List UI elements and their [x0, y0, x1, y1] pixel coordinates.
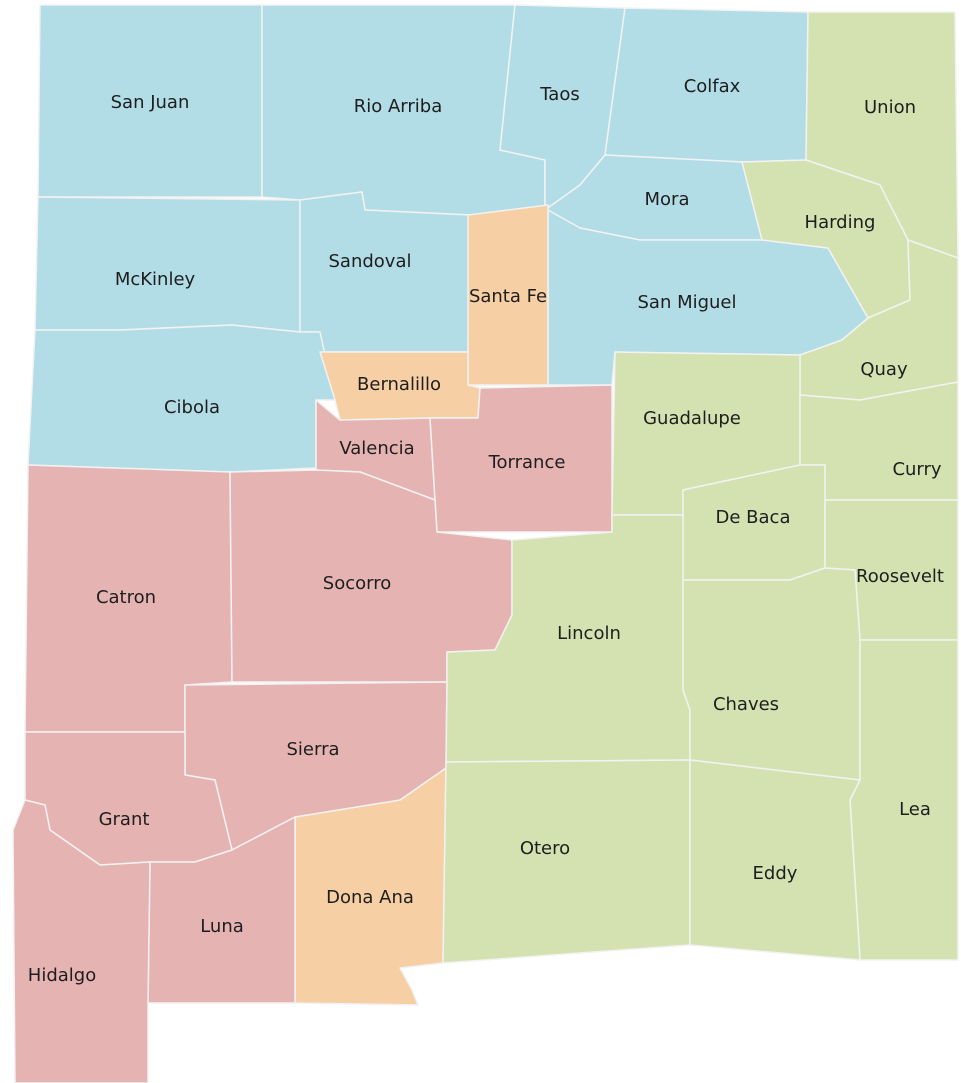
county-sandoval — [299, 191, 471, 353]
label-san-miguel: San Miguel — [637, 292, 736, 313]
label-dona-ana: Dona Ana — [326, 887, 414, 908]
label-mckinley: McKinley — [115, 269, 196, 290]
label-guadalupe: Guadalupe — [643, 408, 741, 429]
label-socorro: Socorro — [323, 573, 391, 594]
county-mckinley — [34, 196, 301, 333]
label-rio-arriba: Rio Arriba — [354, 96, 443, 117]
label-quay: Quay — [860, 359, 908, 380]
label-bernalillo: Bernalillo — [357, 374, 441, 395]
label-torrance: Torrance — [488, 452, 566, 473]
label-hidalgo: Hidalgo — [28, 965, 96, 986]
label-curry: Curry — [892, 459, 941, 480]
label-mora: Mora — [645, 189, 690, 210]
label-cibola: Cibola — [164, 397, 220, 418]
label-harding: Harding — [805, 212, 876, 233]
label-roosevelt: Roosevelt — [856, 566, 944, 587]
label-sandoval: Sandoval — [329, 251, 412, 272]
label-valencia: Valencia — [339, 438, 414, 459]
county-santa-fe — [467, 204, 549, 386]
label-taos: Taos — [539, 84, 579, 105]
label-otero: Otero — [520, 838, 570, 859]
label-catron: Catron — [96, 587, 156, 608]
county-chaves — [682, 567, 861, 781]
county-otero — [442, 759, 691, 964]
label-grant: Grant — [99, 809, 150, 830]
label-sierra: Sierra — [286, 739, 339, 760]
label-luna: Luna — [200, 916, 244, 937]
label-santa-fe: Santa Fe — [469, 286, 547, 307]
label-lincoln: Lincoln — [557, 623, 621, 644]
label-de-baca: De Baca — [716, 507, 791, 528]
label-chaves: Chaves — [713, 694, 779, 715]
label-colfax: Colfax — [684, 76, 741, 97]
label-union: Union — [864, 97, 916, 118]
county-hidalgo — [12, 799, 151, 1083]
county-eddy — [689, 759, 861, 961]
label-eddy: Eddy — [753, 863, 798, 884]
label-lea: Lea — [899, 799, 931, 820]
label-san-juan: San Juan — [111, 92, 190, 113]
